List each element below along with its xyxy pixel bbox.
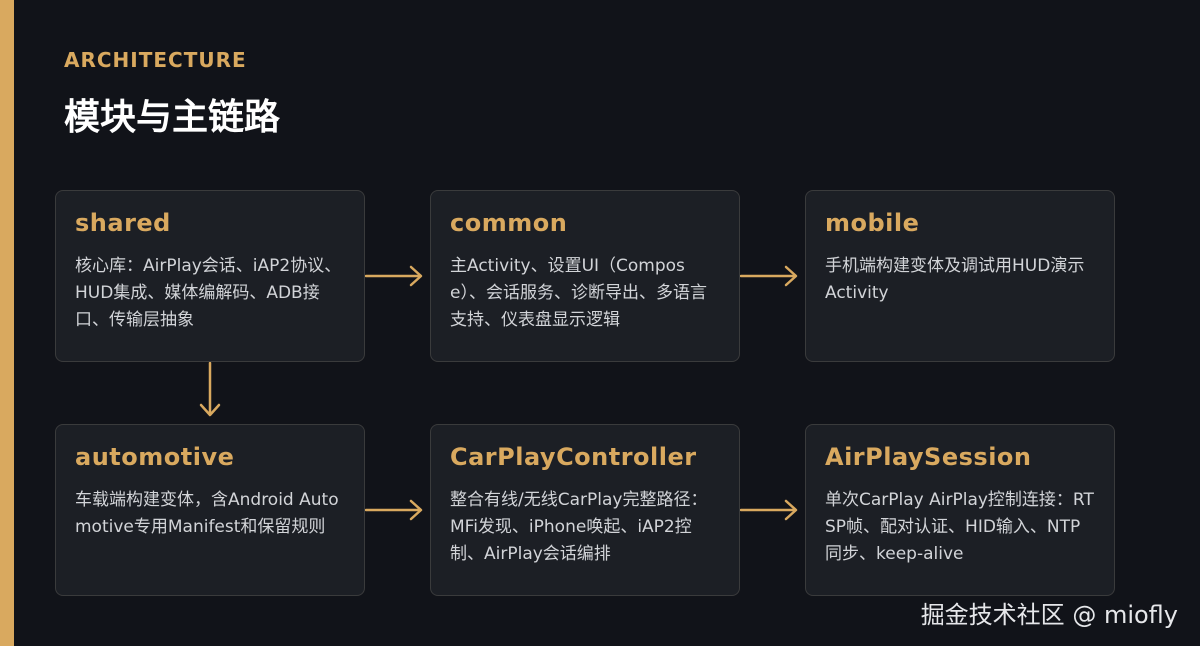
module-card-carplaycontroller: CarPlayController 整合有线/无线CarPlay完整路径：MFi…	[430, 424, 740, 596]
module-description: 主Activity、设置UI（Compose）、会话服务、诊断导出、多语言支持、…	[450, 256, 707, 330]
arrow-common-to-mobile	[739, 265, 798, 287]
page-title: 模块与主链路	[64, 97, 281, 138]
module-description: 单次CarPlay AirPlay控制连接：RTSP帧、配对认证、HID输入、N…	[825, 490, 1094, 564]
module-title: mobile	[825, 209, 920, 237]
module-description: 车载端构建变体，含Android Automotive专用Manifest和保留…	[75, 490, 339, 537]
module-card-common: common 主Activity、设置UI（Compose）、会话服务、诊断导出…	[430, 190, 740, 362]
module-card-airplaysession: AirPlaySession 单次CarPlay AirPlay控制连接：RTS…	[805, 424, 1115, 596]
module-description: 核心库：AirPlay会话、iAP2协议、HUD集成、媒体编解码、ADB接口、传…	[75, 256, 342, 330]
module-card-shared: shared 核心库：AirPlay会话、iAP2协议、HUD集成、媒体编解码、…	[55, 190, 365, 362]
watermark: 掘金技术社区 @ miofly	[920, 601, 1178, 629]
module-title: common	[450, 209, 568, 237]
module-description: 整合有线/无线CarPlay完整路径：MFi发现、iPhone唤起、iAP2控制…	[450, 490, 708, 564]
left-accent-bar	[0, 0, 14, 646]
arrow-carplaycontroller-to-airplaysession	[739, 499, 798, 521]
arrow-automotive-to-carplaycontroller	[364, 499, 423, 521]
module-card-automotive: automotive 车载端构建变体，含Android Automotive专用…	[55, 424, 365, 596]
module-title: automotive	[75, 443, 235, 471]
module-title: CarPlayController	[450, 443, 697, 471]
module-description: 手机端构建变体及调试用HUD演示Activity	[825, 256, 1085, 303]
module-title: shared	[75, 209, 171, 237]
module-title: AirPlaySession	[825, 443, 1032, 471]
arrow-shared-to-automotive	[199, 361, 221, 417]
section-eyebrow: ARCHITECTURE	[64, 48, 247, 72]
arrow-shared-to-common	[364, 265, 423, 287]
module-card-mobile: mobile 手机端构建变体及调试用HUD演示Activity	[805, 190, 1115, 362]
